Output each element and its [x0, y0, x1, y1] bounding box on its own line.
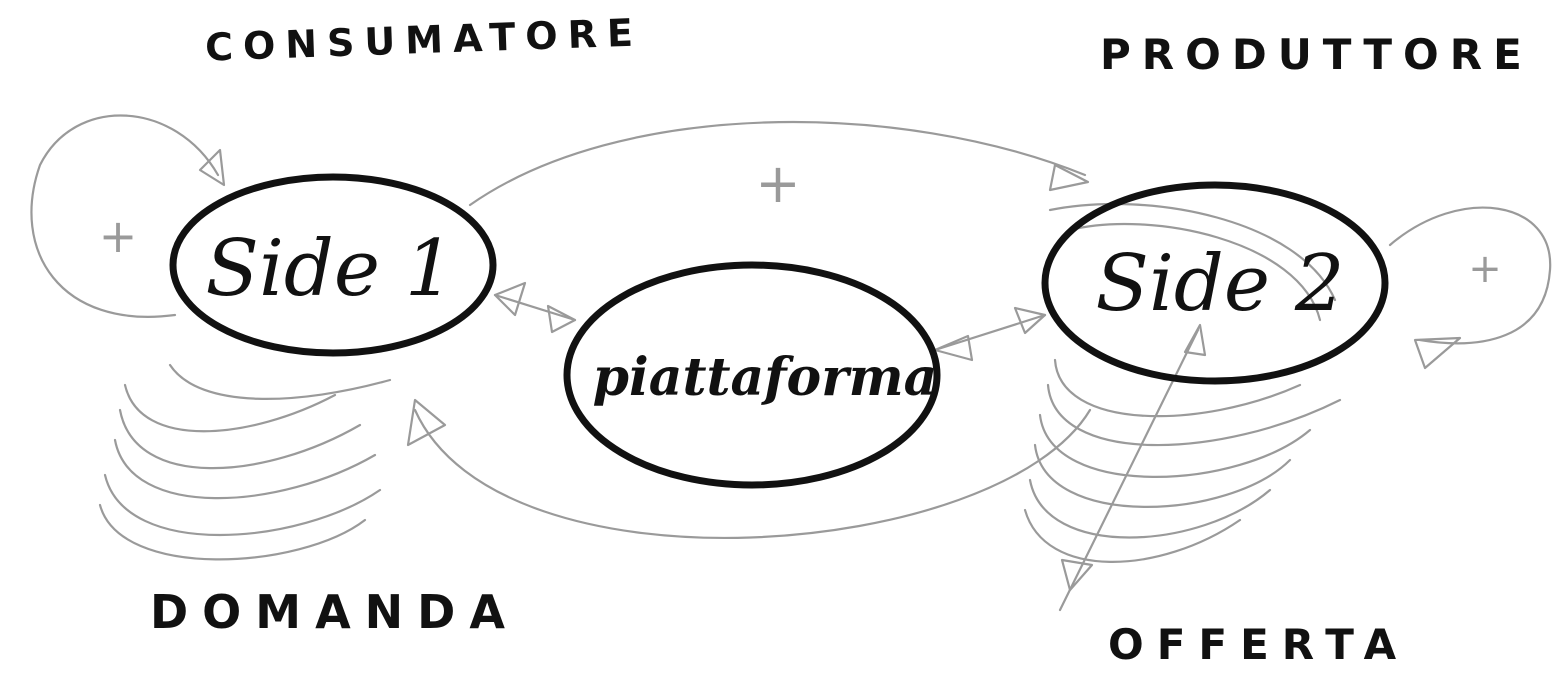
side1-label: Side 1 — [206, 224, 455, 314]
side2-loop-arrowhead — [1413, 336, 1462, 370]
side2-label: Side 2 — [1096, 239, 1345, 329]
side1-platform-link — [493, 293, 577, 322]
side2-node — [1041, 181, 1389, 385]
side1-platform-arrowhead-a — [493, 281, 527, 317]
side1-to-side2-arc — [468, 120, 1087, 207]
side1-node — [169, 173, 497, 357]
offerta-to-side2-line — [1058, 328, 1200, 612]
side1-to-side2-arrowhead — [1048, 163, 1090, 192]
top-link-plus: + — [755, 152, 800, 215]
side1-loop-plus: + — [99, 209, 138, 263]
platform-side2-link — [933, 313, 1047, 352]
supply-label: OFFERTA — [1108, 620, 1410, 669]
demand-label: DOMANDA — [150, 585, 519, 639]
side2-to-side1-arc — [413, 408, 1092, 540]
side1-platform-arrowhead-b — [546, 304, 577, 334]
platform-label: piattaforma — [593, 347, 938, 408]
platform-side2-arrowhead-a — [933, 334, 974, 362]
platform-node — [563, 261, 941, 489]
side2-loop-plus: + — [1468, 246, 1502, 292]
side2-to-side1-arrowhead — [406, 398, 447, 447]
side1-loop-arrowhead — [198, 148, 226, 187]
platform-side2-arrowhead-b — [1013, 306, 1047, 335]
side1-self-loop — [30, 114, 220, 318]
producer-label: PRODUTTORE — [1100, 30, 1533, 79]
supply-hatching — [1023, 202, 1342, 563]
side2-self-loop — [1388, 206, 1552, 345]
offerta-to-side2-arrowhead — [1183, 323, 1207, 357]
offerta-arrowhead — [1060, 558, 1094, 592]
demand-hatching — [98, 363, 392, 561]
